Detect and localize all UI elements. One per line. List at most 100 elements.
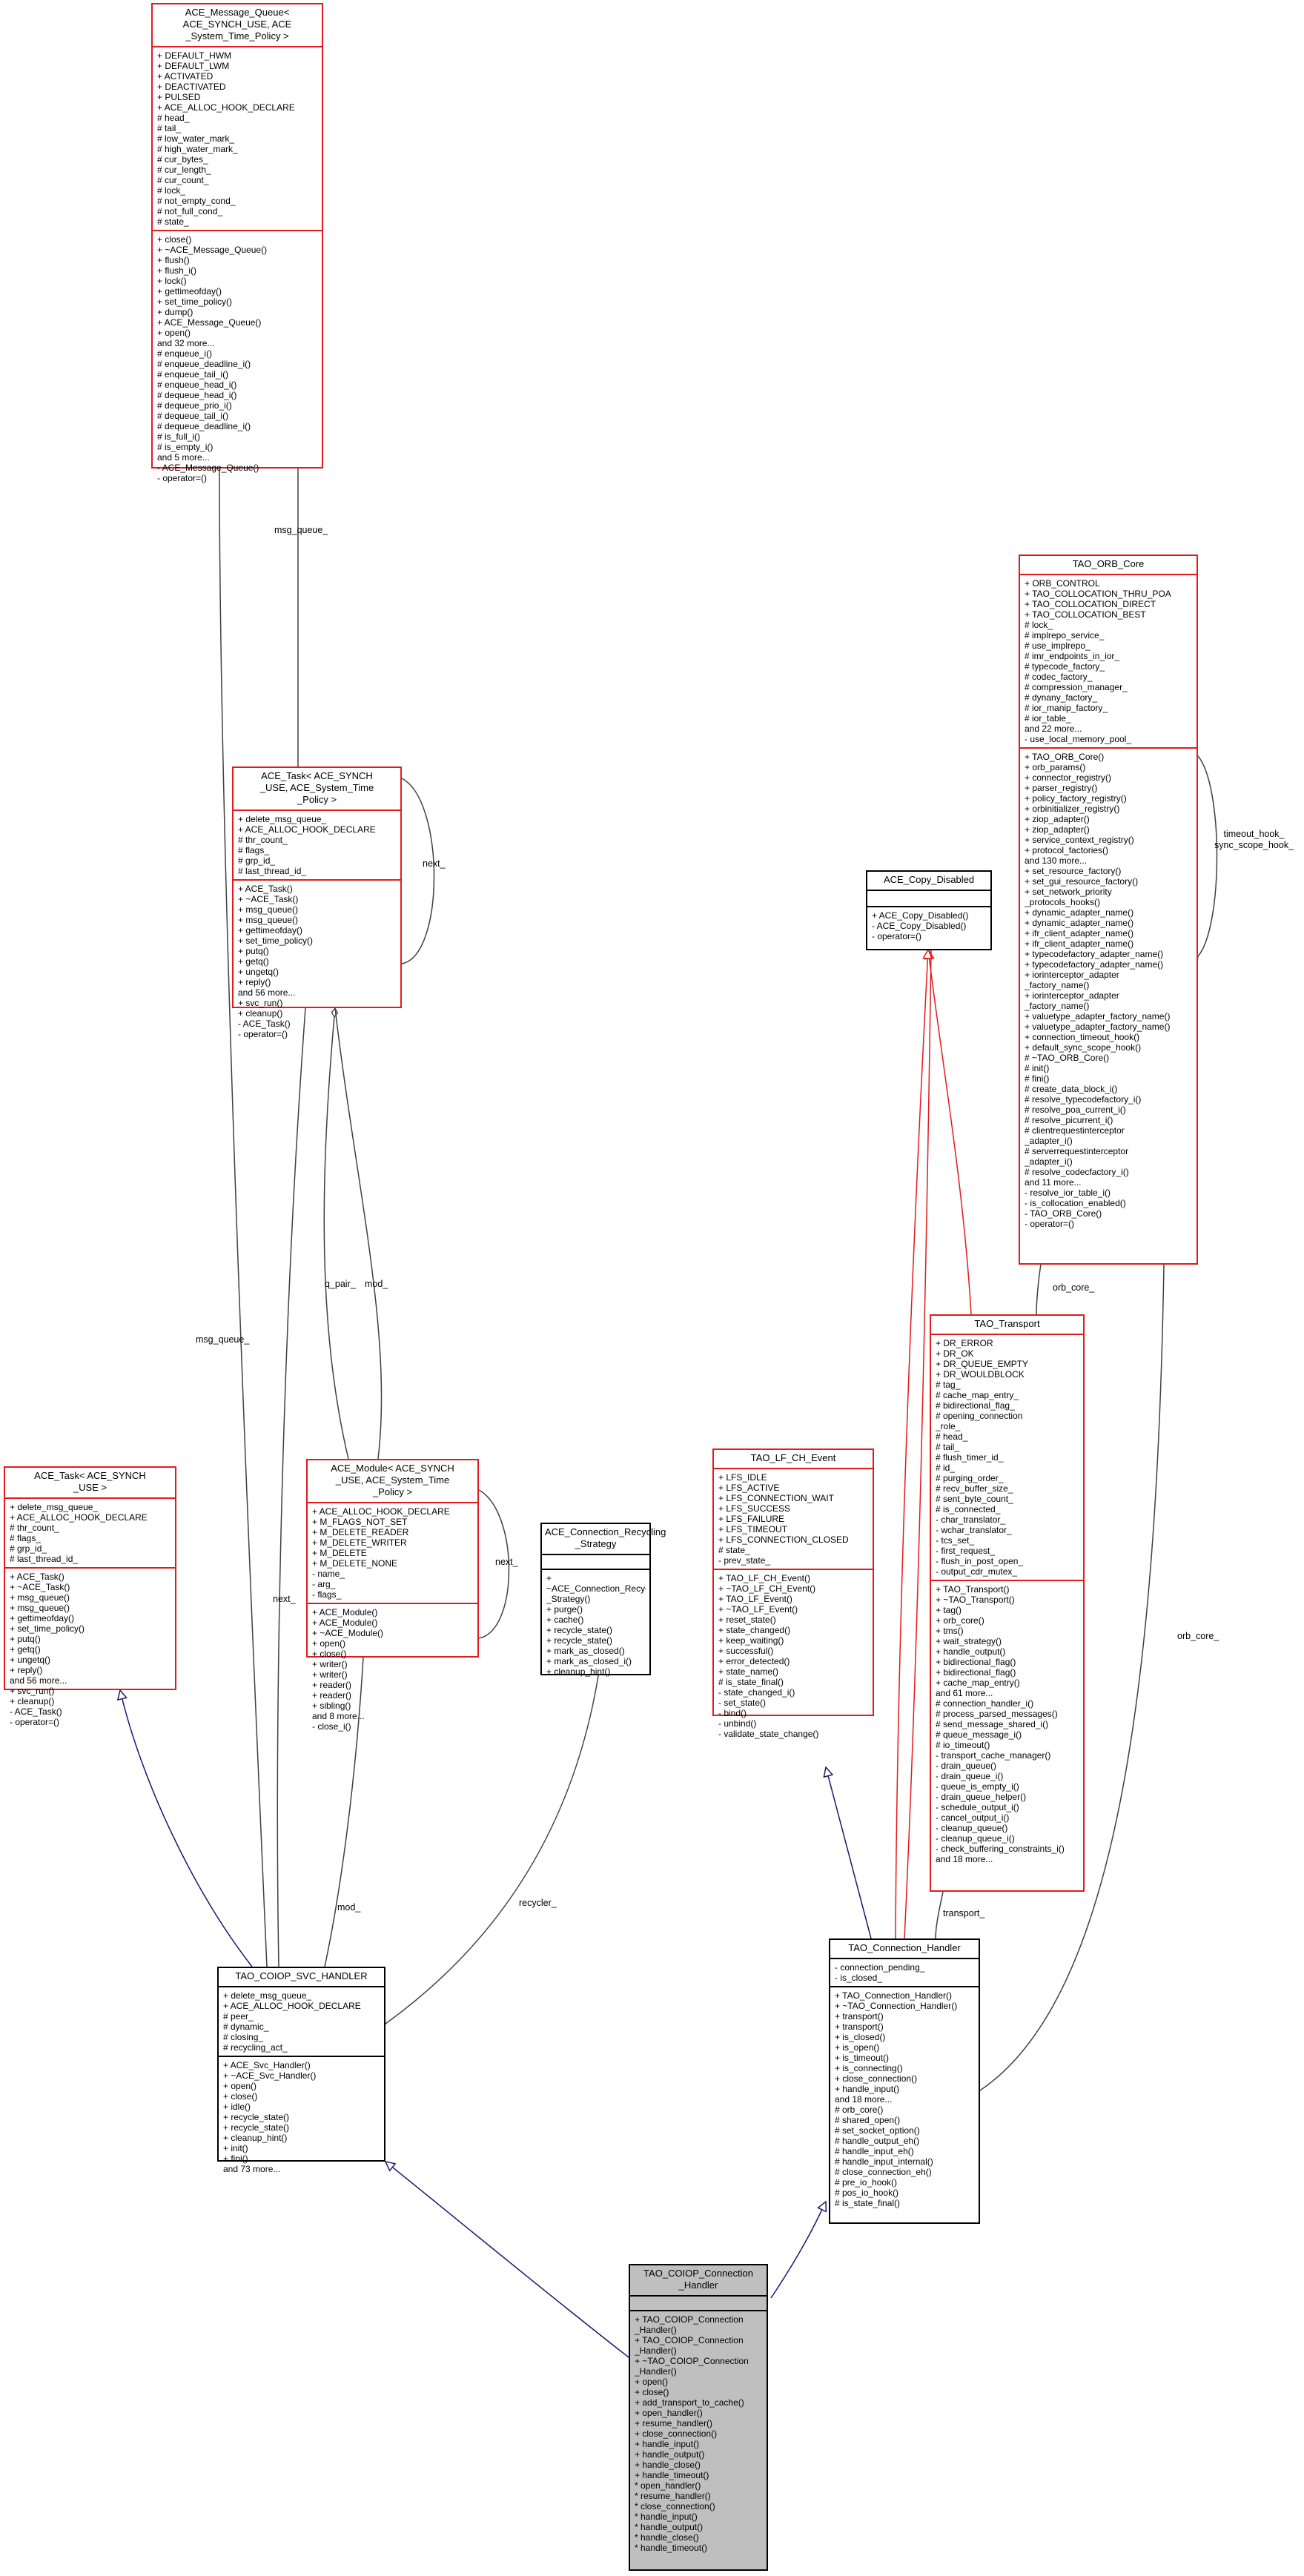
class-operation: + ~TAO_Transport() xyxy=(936,1595,1015,1605)
class-attribute: - char_translator_ xyxy=(936,1514,1006,1525)
class-operation: # fini() xyxy=(1025,1073,1050,1084)
class-tao-transport[interactable]: TAO_Transport + DR_ERROR+ DR_OK+ DR_QUEU… xyxy=(930,1314,1085,1892)
class-operation: - ACE_Task() xyxy=(238,1019,291,1029)
class-operation: * handle_output() xyxy=(635,2522,704,2532)
class-operation: + handle_timeout() xyxy=(635,2470,709,2480)
class-attribute: - flush_in_post_open_ xyxy=(936,1556,1024,1566)
class-operation: + set_network_priority _protocols_hooks(… xyxy=(1025,887,1112,907)
class-operation: - cleanup_queue_i() xyxy=(936,1833,1015,1844)
operations-section: + TAO_Connection_Handler()+ ~TAO_Connect… xyxy=(830,1986,979,2211)
class-attribute: + DEACTIVATED xyxy=(157,82,226,92)
class-ace-connection-recycling-strategy[interactable]: ACE_Connection_Recycling _Strategy + ~AC… xyxy=(540,1523,666,1677)
class-attribute: # peer_ xyxy=(223,2011,254,2022)
class-ace-task-synch-use[interactable]: ACE_Task< ACE_SYNCH _USE > + delete_msg_… xyxy=(4,1466,176,1727)
class-ace-task-time-policy[interactable]: ACE_Task< ACE_SYNCH _USE, ACE_System_Tim… xyxy=(232,766,402,1039)
class-operation: + ~ACE_Task() xyxy=(238,894,299,904)
class-operation: + wait_strategy() xyxy=(936,1636,1002,1646)
class-attribute: + ORB_CONTROL xyxy=(1025,578,1100,589)
class-operation: + transport() xyxy=(835,2011,884,2022)
class-ace-message-queue[interactable]: ACE_Message_Queue< ACE_SYNCH_USE, ACE _S… xyxy=(151,3,323,483)
class-tao-coiop-connection-handler[interactable]: TAO_COIOP_Connection _Handler + TAO_COIO… xyxy=(629,2264,768,2571)
class-operation: + ziop_adapter() xyxy=(1025,814,1090,824)
attributes-section: + delete_msg_queue_+ ACE_ALLOC_HOOK_DECL… xyxy=(234,809,400,879)
class-attribute: # typecode_factory_ xyxy=(1025,661,1105,672)
class-attribute: - name_ xyxy=(312,1569,345,1579)
class-operation: # connection_handler_i() xyxy=(936,1698,1034,1709)
class-attribute: # dynamic_ xyxy=(223,2022,269,2032)
class-operation: + ungetq() xyxy=(238,967,279,977)
class-operation: and 56 more... xyxy=(238,987,296,998)
class-operation: + ziop_adapter() xyxy=(1025,824,1090,835)
class-operation: - drain_queue_i() xyxy=(936,1771,1004,1781)
class-operation: + tms() xyxy=(936,1626,964,1636)
class-tao-connection-handler[interactable]: TAO_Connection_Handler - connection_pend… xyxy=(829,1938,980,2224)
class-operation: + bidirectional_flag() xyxy=(936,1657,1016,1667)
class-operation: + ACE_Task() xyxy=(238,884,293,894)
class-operation: + is_open() xyxy=(835,2042,880,2053)
class-operation: - cancel_output_i() xyxy=(936,1812,1010,1823)
class-attribute: + TAO_COLLOCATION_DIRECT xyxy=(1025,599,1156,609)
attributes-section: + LFS_IDLE+ LFS_ACTIVE+ LFS_CONNECTION_W… xyxy=(714,1468,873,1569)
class-attribute: # head_ xyxy=(936,1431,968,1442)
class-operation: + TAO_Connection_Handler() xyxy=(835,1990,952,2001)
class-operation: + TAO_LF_Event() xyxy=(718,1594,792,1604)
class-attribute: # not_full_cond_ xyxy=(157,206,223,216)
class-tao-coiop-svc-handler[interactable]: TAO_COIOP_SVC_HANDLER + delete_msg_queue… xyxy=(217,1967,385,2174)
class-attribute: # grp_id_ xyxy=(10,1543,47,1554)
class-operation: + set_time_policy() xyxy=(10,1623,85,1634)
class-operation: + resume_handler() xyxy=(635,2418,713,2428)
edge-inherit-conn xyxy=(770,2202,826,2299)
class-operation: + close() xyxy=(312,1649,347,1659)
edge-label-q-pair: q_pair_ xyxy=(325,1279,356,1289)
class-operation: + msg_queue() xyxy=(10,1603,70,1613)
class-operation: + ~ACE_Module() xyxy=(312,1628,384,1638)
class-attribute: # imr_endpoints_in_ior_ xyxy=(1025,651,1120,661)
class-operation: + cleanup() xyxy=(238,1008,283,1019)
class-operation: # process_parsed_messages() xyxy=(936,1709,1058,1719)
class-operation: # dequeue_deadline_i() xyxy=(157,421,251,431)
class-title: TAO_LF_CH_Event xyxy=(750,1452,836,1463)
class-operation: + typecodefactory_adapter_name() xyxy=(1025,949,1164,959)
class-attribute: # state_ xyxy=(157,216,189,227)
class-operation: - bind() xyxy=(718,1708,747,1718)
class-ace-copy-disabled[interactable]: ACE_Copy_Disabled + ACE_Copy_Disabled()-… xyxy=(866,870,992,950)
class-operation: + putq() xyxy=(238,946,269,956)
class-ace-module[interactable]: ACE_Module< ACE_SYNCH _USE, ACE_System_T… xyxy=(306,1459,479,1732)
class-operation: + gettimeofday() xyxy=(157,286,222,297)
class-operation: - is_collocation_enabled() xyxy=(1025,1198,1126,1208)
class-operation: + ~TAO_LF_CH_Event() xyxy=(718,1583,816,1594)
class-operation: + protocol_factories() xyxy=(1025,845,1109,855)
class-operation: and 5 more... xyxy=(157,452,210,463)
class-tao-lf-ch-event[interactable]: TAO_LF_CH_Event + LFS_IDLE+ LFS_ACTIVE+ … xyxy=(712,1448,874,1739)
class-operation: + init() xyxy=(223,2143,248,2153)
class-attribute: + DEFAULT_HWM xyxy=(157,50,232,61)
class-operation: # enqueue_i() xyxy=(157,348,213,359)
edge-mod-bottom xyxy=(325,1657,364,1967)
class-attribute: # is_connected_ xyxy=(936,1504,1001,1514)
edge-label-recycler: recycler_ xyxy=(519,1898,557,1908)
class-operation: + handle_close() xyxy=(635,2460,701,2470)
class-attribute: # lock_ xyxy=(157,185,186,196)
class-operation: * resume_handler() xyxy=(635,2491,711,2501)
class-operation: + transport() xyxy=(835,2022,884,2032)
class-operation: - operator=() xyxy=(1025,1219,1075,1229)
operations-section: + TAO_LF_CH_Event()+ ~TAO_LF_CH_Event()+… xyxy=(714,1569,873,1742)
class-title: ACE_Task< ACE_SYNCH _USE, ACE_System_Tim… xyxy=(259,770,374,805)
class-operation: + TAO_COIOP_Connection _Handler() xyxy=(635,2314,744,2335)
edge-q-pair xyxy=(323,1008,349,1460)
class-operation: + close_connection() xyxy=(835,2073,918,2084)
class-attribute: + M_DELETE_NONE xyxy=(312,1558,398,1569)
class-operation: * handle_input() xyxy=(635,2512,698,2522)
class-operation: + fini() xyxy=(223,2153,248,2164)
class-attribute: - use_local_memory_pool_ xyxy=(1025,734,1132,744)
class-attribute: and 22 more... xyxy=(1025,724,1082,734)
class-operation: + open_handler() xyxy=(635,2408,703,2418)
edge-copy-conn xyxy=(895,950,928,1939)
class-operation: # enqueue_head_i() xyxy=(157,380,237,390)
class-operation: + ~ACE_Svc_Handler() xyxy=(223,2070,317,2081)
operations-section: + TAO_COIOP_Connection _Handler()+ TAO_C… xyxy=(630,2310,767,2556)
class-tao-orb-core[interactable]: TAO_ORB_Core + ORB_CONTROL+ TAO_COLLOCAT… xyxy=(1019,554,1198,1265)
class-attribute: + M_FLAGS_NOT_SET xyxy=(312,1517,408,1527)
class-operation: - operator=() xyxy=(10,1717,60,1727)
